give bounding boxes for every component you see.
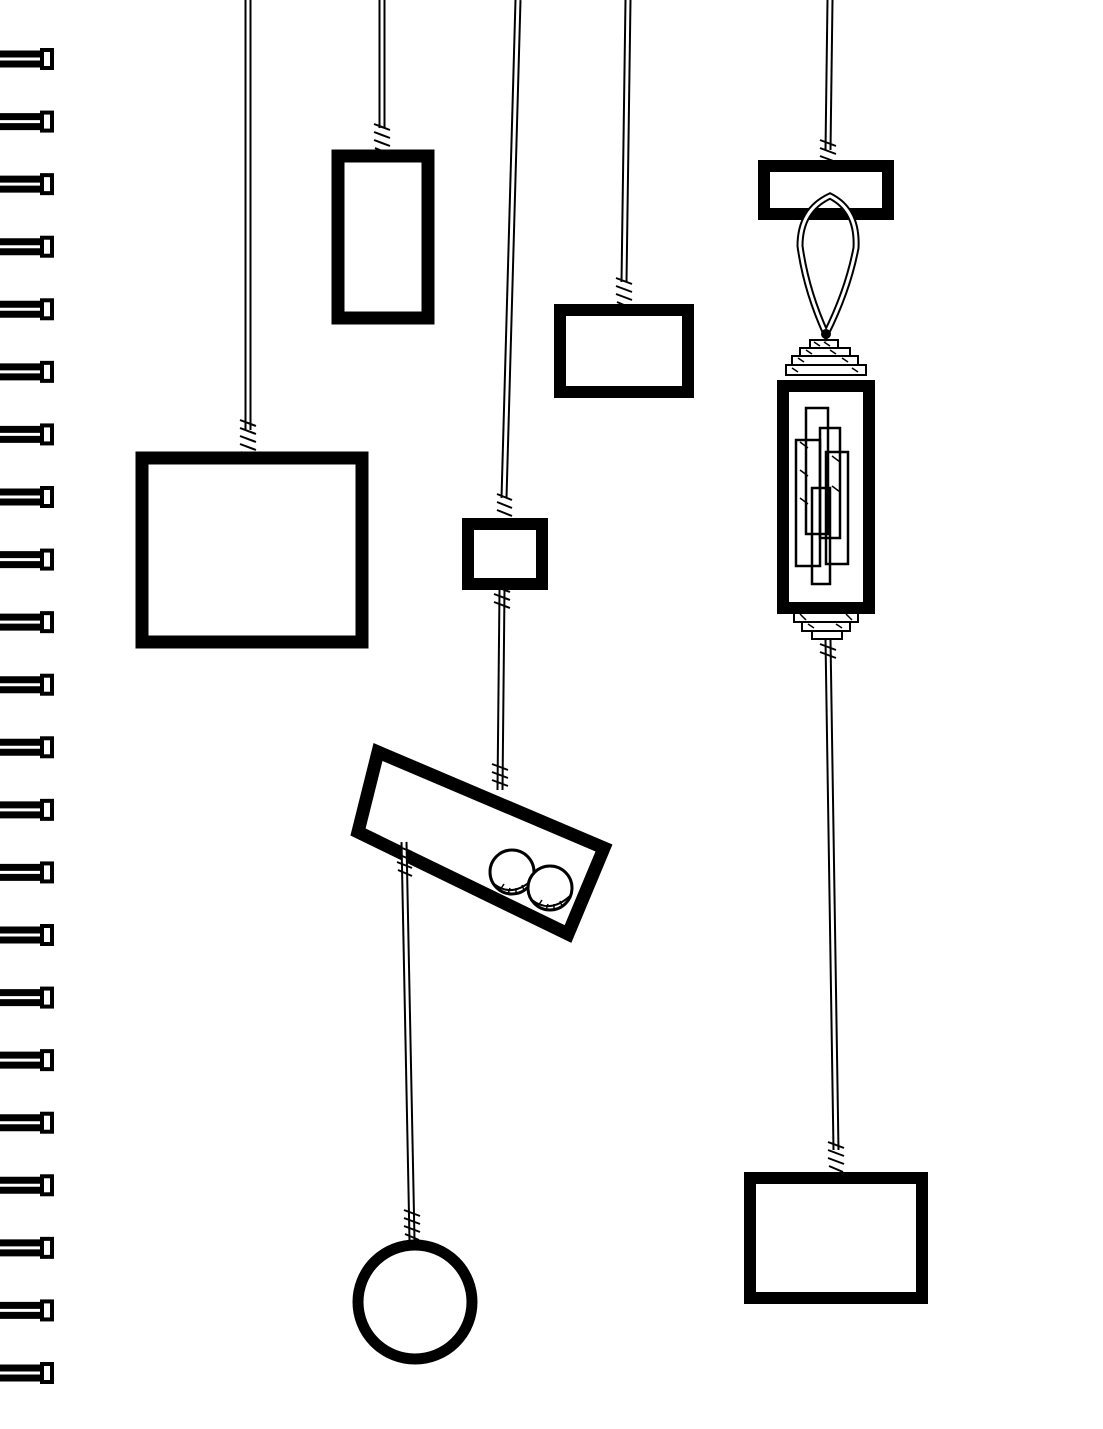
binding-ring <box>0 1049 54 1072</box>
string-ring <box>396 841 421 1241</box>
lantern-loop <box>796 192 860 343</box>
hanging-rectangle-small-upper <box>331 149 435 325</box>
binding-ring <box>0 1236 54 1259</box>
string-center-upper <box>496 0 522 517</box>
string-bottom-right-rectangle <box>819 639 845 1173</box>
binding-ring <box>0 1174 54 1197</box>
binding-ring <box>0 736 54 759</box>
binding-ring <box>0 673 54 696</box>
spiral-binding <box>0 48 54 1384</box>
hanging-rectangle-large-left <box>135 451 369 649</box>
binding-ring <box>0 48 54 70</box>
lantern-pendant <box>777 339 875 640</box>
tilted-box-with-two-balls <box>350 743 613 943</box>
binding-ring <box>0 986 54 1009</box>
hanging-square-small-center <box>462 518 548 590</box>
hanging-rectangle-bottom-right <box>744 1172 928 1304</box>
hanging-ring <box>352 1239 478 1365</box>
binding-ring <box>0 360 54 383</box>
binding-ring <box>0 611 54 634</box>
string-center-right-rectangle <box>615 0 633 309</box>
binding-ring <box>0 548 54 571</box>
string-center-lower <box>491 585 511 791</box>
binding-ring <box>0 1299 54 1322</box>
binding-ring <box>0 486 54 508</box>
binding-ring <box>0 110 54 133</box>
binding-ring <box>0 298 54 321</box>
binding-ring <box>0 924 54 946</box>
binding-ring <box>0 173 54 196</box>
crossbar-top-right <box>758 160 894 220</box>
binding-ring <box>0 798 54 821</box>
hanging-rectangle-center-right <box>554 304 694 398</box>
binding-ring <box>0 861 54 884</box>
string-crossbar <box>819 0 837 163</box>
binding-ring <box>0 1362 54 1384</box>
binding-ring <box>0 235 54 258</box>
binding-ring <box>0 423 54 446</box>
binding-ring <box>0 1111 54 1134</box>
string-large-rectangle <box>239 0 257 459</box>
ball-right <box>526 864 574 912</box>
string-small-upper-rectangle <box>373 0 391 155</box>
